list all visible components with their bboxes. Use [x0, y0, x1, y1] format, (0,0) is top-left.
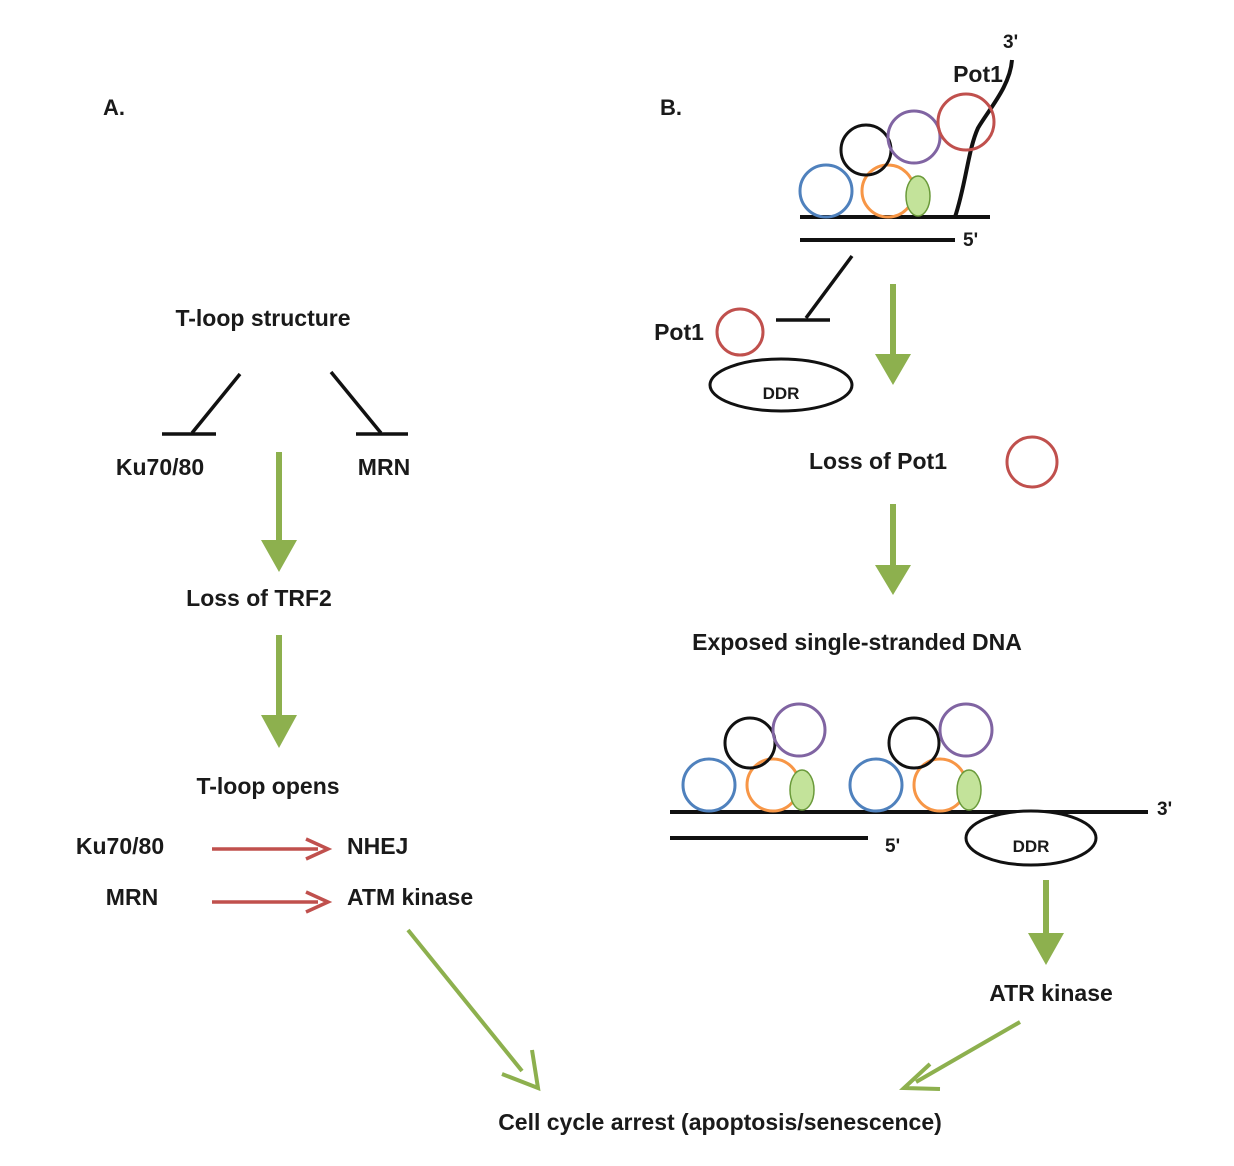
- mrn-bottom-label: MRN: [106, 884, 158, 910]
- green-arrow-b1: [875, 284, 911, 385]
- overhang-strand: [953, 59, 1014, 218]
- pot1-circle-left: [715, 307, 765, 357]
- atr-kinase-label: ATR kinase: [989, 980, 1113, 1006]
- trf1-circle-b2: [848, 757, 904, 813]
- tin2-circle-b2: [887, 716, 941, 770]
- pot1-left-label: Pot1: [654, 319, 704, 345]
- three-prime-bottom-label: 3': [1157, 799, 1172, 820]
- ku70-80-label: Ku70/80: [116, 454, 204, 480]
- inhibit-ku-line: [162, 372, 242, 436]
- green-arrow-atr-arrest: [899, 1020, 1021, 1091]
- trf1-circle: [798, 163, 854, 219]
- inhibit-ddr-line: [776, 254, 854, 322]
- five-prime-top-label: 5': [963, 230, 978, 251]
- rap1-oval-b1: [789, 769, 815, 811]
- green-arrow-a2: [261, 635, 297, 748]
- ku70-80-bottom-label: Ku70/80: [76, 833, 164, 859]
- ddr-oval-top: DDR: [708, 357, 854, 413]
- nhej-label: NHEJ: [347, 833, 408, 859]
- panel-a-label: A.: [103, 95, 125, 120]
- pot1-circle-top: [936, 92, 996, 152]
- panel-b-label: B.: [660, 95, 682, 120]
- atm-kinase-label: ATM kinase: [347, 884, 473, 910]
- shelterin-complex-top: [798, 59, 1014, 242]
- tin2-circle: [839, 123, 893, 177]
- three-prime-top-label: 3': [1003, 32, 1018, 53]
- green-arrow-a1: [261, 452, 297, 572]
- tin2-circle-b1: [723, 716, 777, 770]
- green-arrow-b2: [875, 504, 911, 595]
- green-arrow-b3: [1028, 880, 1064, 965]
- ddr-oval-bottom: [964, 809, 1098, 867]
- ddr-top-label: DDR: [763, 384, 800, 403]
- five-prime-bottom-label: 5': [885, 836, 900, 857]
- red-arrow-ku-nhej: [212, 837, 333, 861]
- loss-trf2-label: Loss of TRF2: [186, 585, 332, 611]
- ddr-bottom-label: DDR: [1013, 837, 1050, 856]
- inhibit-mrn-line: [329, 370, 408, 436]
- tloop-opens-label: T-loop opens: [196, 773, 339, 799]
- shelterin-complex-bottom: [670, 702, 1148, 867]
- rap1-oval-b2: [956, 769, 982, 811]
- lost-pot1-circle: [1005, 435, 1059, 489]
- cell-cycle-arrest-label: Cell cycle arrest (apoptosis/senescence): [498, 1109, 942, 1135]
- tloop-structure-label: T-loop structure: [175, 305, 350, 331]
- mrn-label: MRN: [358, 454, 410, 480]
- pot1-top-label: Pot1: [953, 61, 1003, 87]
- tpp1-circle: [886, 109, 942, 165]
- loss-pot1-label: Loss of Pot1: [809, 448, 947, 474]
- tpp1-circle-b2: [938, 702, 994, 758]
- tpp1-circle-b1: [771, 702, 827, 758]
- red-arrow-mrn-atm: [212, 890, 333, 914]
- green-arrow-atm-arrest: [406, 928, 541, 1092]
- exposed-ssdna-label: Exposed single-stranded DNA: [692, 629, 1022, 655]
- rap1-oval: [905, 175, 931, 217]
- trf1-circle-b1: [681, 757, 737, 813]
